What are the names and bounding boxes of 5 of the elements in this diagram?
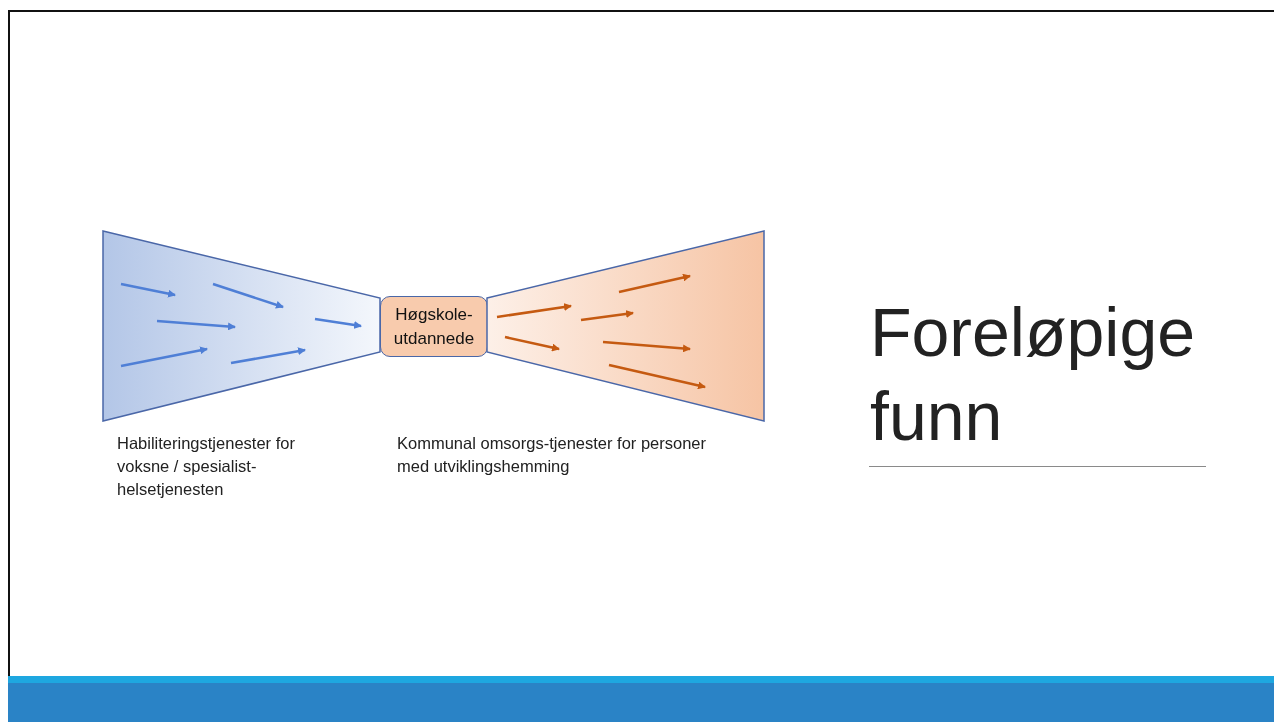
box-text: Høgskole-utdannede (392, 303, 476, 350)
process-box (380, 296, 488, 357)
band-label: Kommunal omsorgs-tjenester for personer med utviklingshemming (397, 433, 708, 477)
slide-title: Foreløpige funn (870, 293, 1197, 456)
band-label: Habiliteringstjenester for voksne / spesialist-helsetjenesten (117, 433, 296, 500)
